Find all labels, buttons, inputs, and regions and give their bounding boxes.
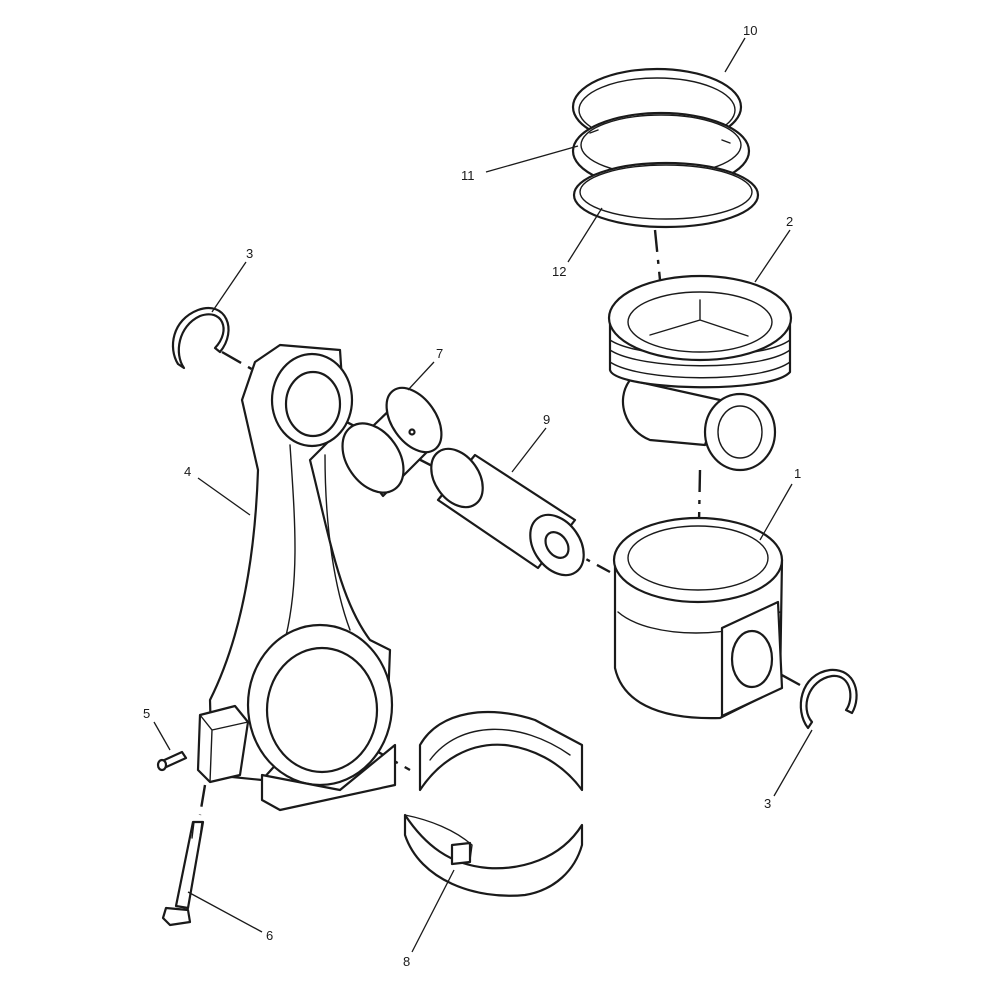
piston-skirt (612, 516, 784, 720)
leader-2 (754, 229, 791, 283)
leader-11 (485, 145, 579, 173)
callout-3a: 3 (246, 246, 253, 261)
leader-7 (407, 361, 435, 391)
callout-12: 12 (552, 264, 566, 279)
callout-3b: 3 (764, 796, 771, 811)
retaining-ring-left (171, 307, 230, 370)
leader-10 (724, 37, 746, 73)
callout-10: 10 (743, 23, 757, 38)
retaining-ring-right (799, 668, 858, 730)
rod-bearing-upper (418, 710, 584, 792)
callout-8: 8 (403, 954, 410, 969)
callout-1: 1 (794, 466, 801, 481)
leader-6 (187, 891, 263, 933)
cap-bolt (161, 820, 205, 927)
callout-11: 11 (461, 168, 475, 183)
connecting-rod (208, 343, 397, 812)
dowel-pin (156, 750, 188, 772)
leader-9 (511, 427, 547, 473)
piston-ring-oil (572, 161, 760, 229)
leader-8 (411, 869, 455, 953)
axis-retainer-left (221, 350, 263, 377)
leader-3b (773, 729, 813, 797)
leader-lines (153, 37, 813, 953)
cap-bolt-lug (196, 704, 250, 784)
callout-labels: 1 2 3 3 4 5 6 7 8 9 10 11 12 (143, 23, 801, 969)
leader-3a (211, 261, 247, 313)
callout-9: 9 (543, 412, 550, 427)
piston-crown (607, 274, 793, 472)
axis-bolt (198, 784, 207, 816)
rod-bearing-lower (403, 813, 584, 897)
callout-5: 5 (143, 706, 150, 721)
leader-4 (197, 477, 251, 516)
piston-pin-bushing (341, 386, 443, 498)
callout-4: 4 (184, 464, 191, 479)
piston-pin (430, 447, 585, 577)
callout-6: 6 (266, 928, 273, 943)
callout-2: 2 (786, 214, 793, 229)
leader-12 (567, 207, 603, 263)
leader-1 (759, 483, 793, 541)
callout-7: 7 (436, 346, 443, 361)
leader-5 (153, 721, 171, 751)
